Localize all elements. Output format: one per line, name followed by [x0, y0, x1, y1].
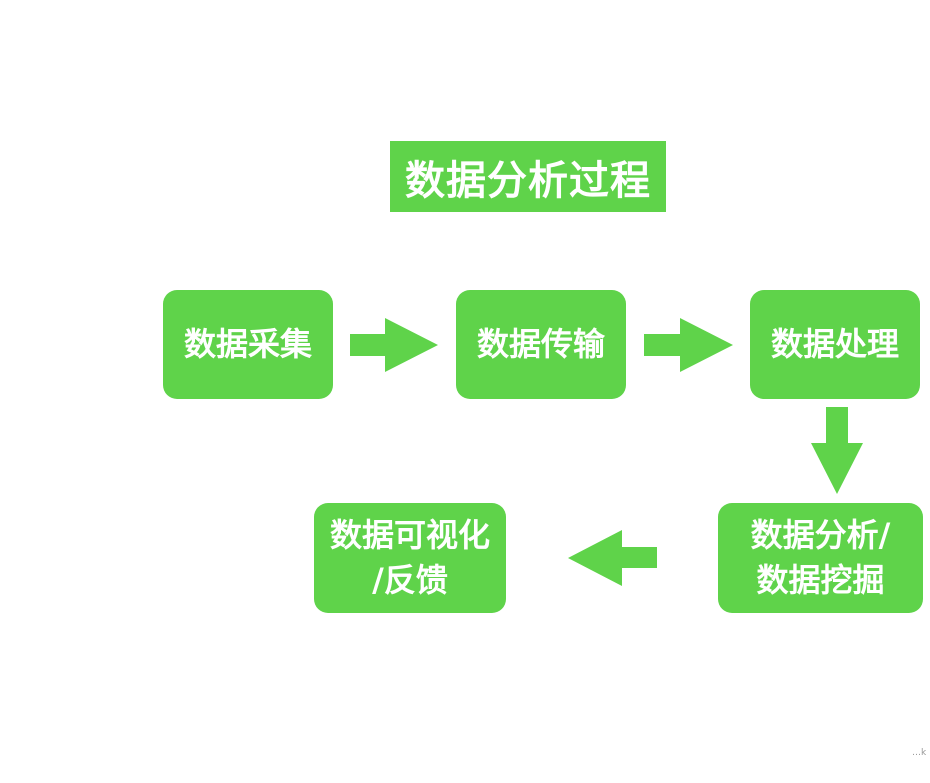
step-label-line: 数据分析/ [750, 516, 891, 555]
corner-watermark: …k [912, 748, 927, 758]
diagram-title: 数据分析过程 [390, 141, 666, 212]
step-label-line: 数据采集 [183, 325, 312, 364]
step-data-processing: 数据处理 [750, 290, 920, 399]
step-data-analysis-mining: 数据分析/ 数据挖掘 [718, 503, 923, 613]
step-data-transmission: 数据传输 [456, 290, 626, 399]
step-label-line: 数据挖掘 [756, 561, 885, 599]
step-label-line: /反馈 [372, 561, 448, 599]
step-label-line: 数据传输 [476, 325, 605, 364]
arrow-left-icon [568, 530, 657, 586]
arrow-right-icon [644, 318, 733, 372]
step-data-collection: 数据采集 [163, 290, 333, 399]
arrow-right-icon [350, 318, 438, 372]
arrow-down-icon [811, 407, 863, 494]
step-label-line: 数据处理 [770, 325, 899, 364]
step-label-line: 数据可视化 [329, 516, 490, 555]
step-visualization-feedback: 数据可视化 /反馈 [314, 503, 506, 613]
